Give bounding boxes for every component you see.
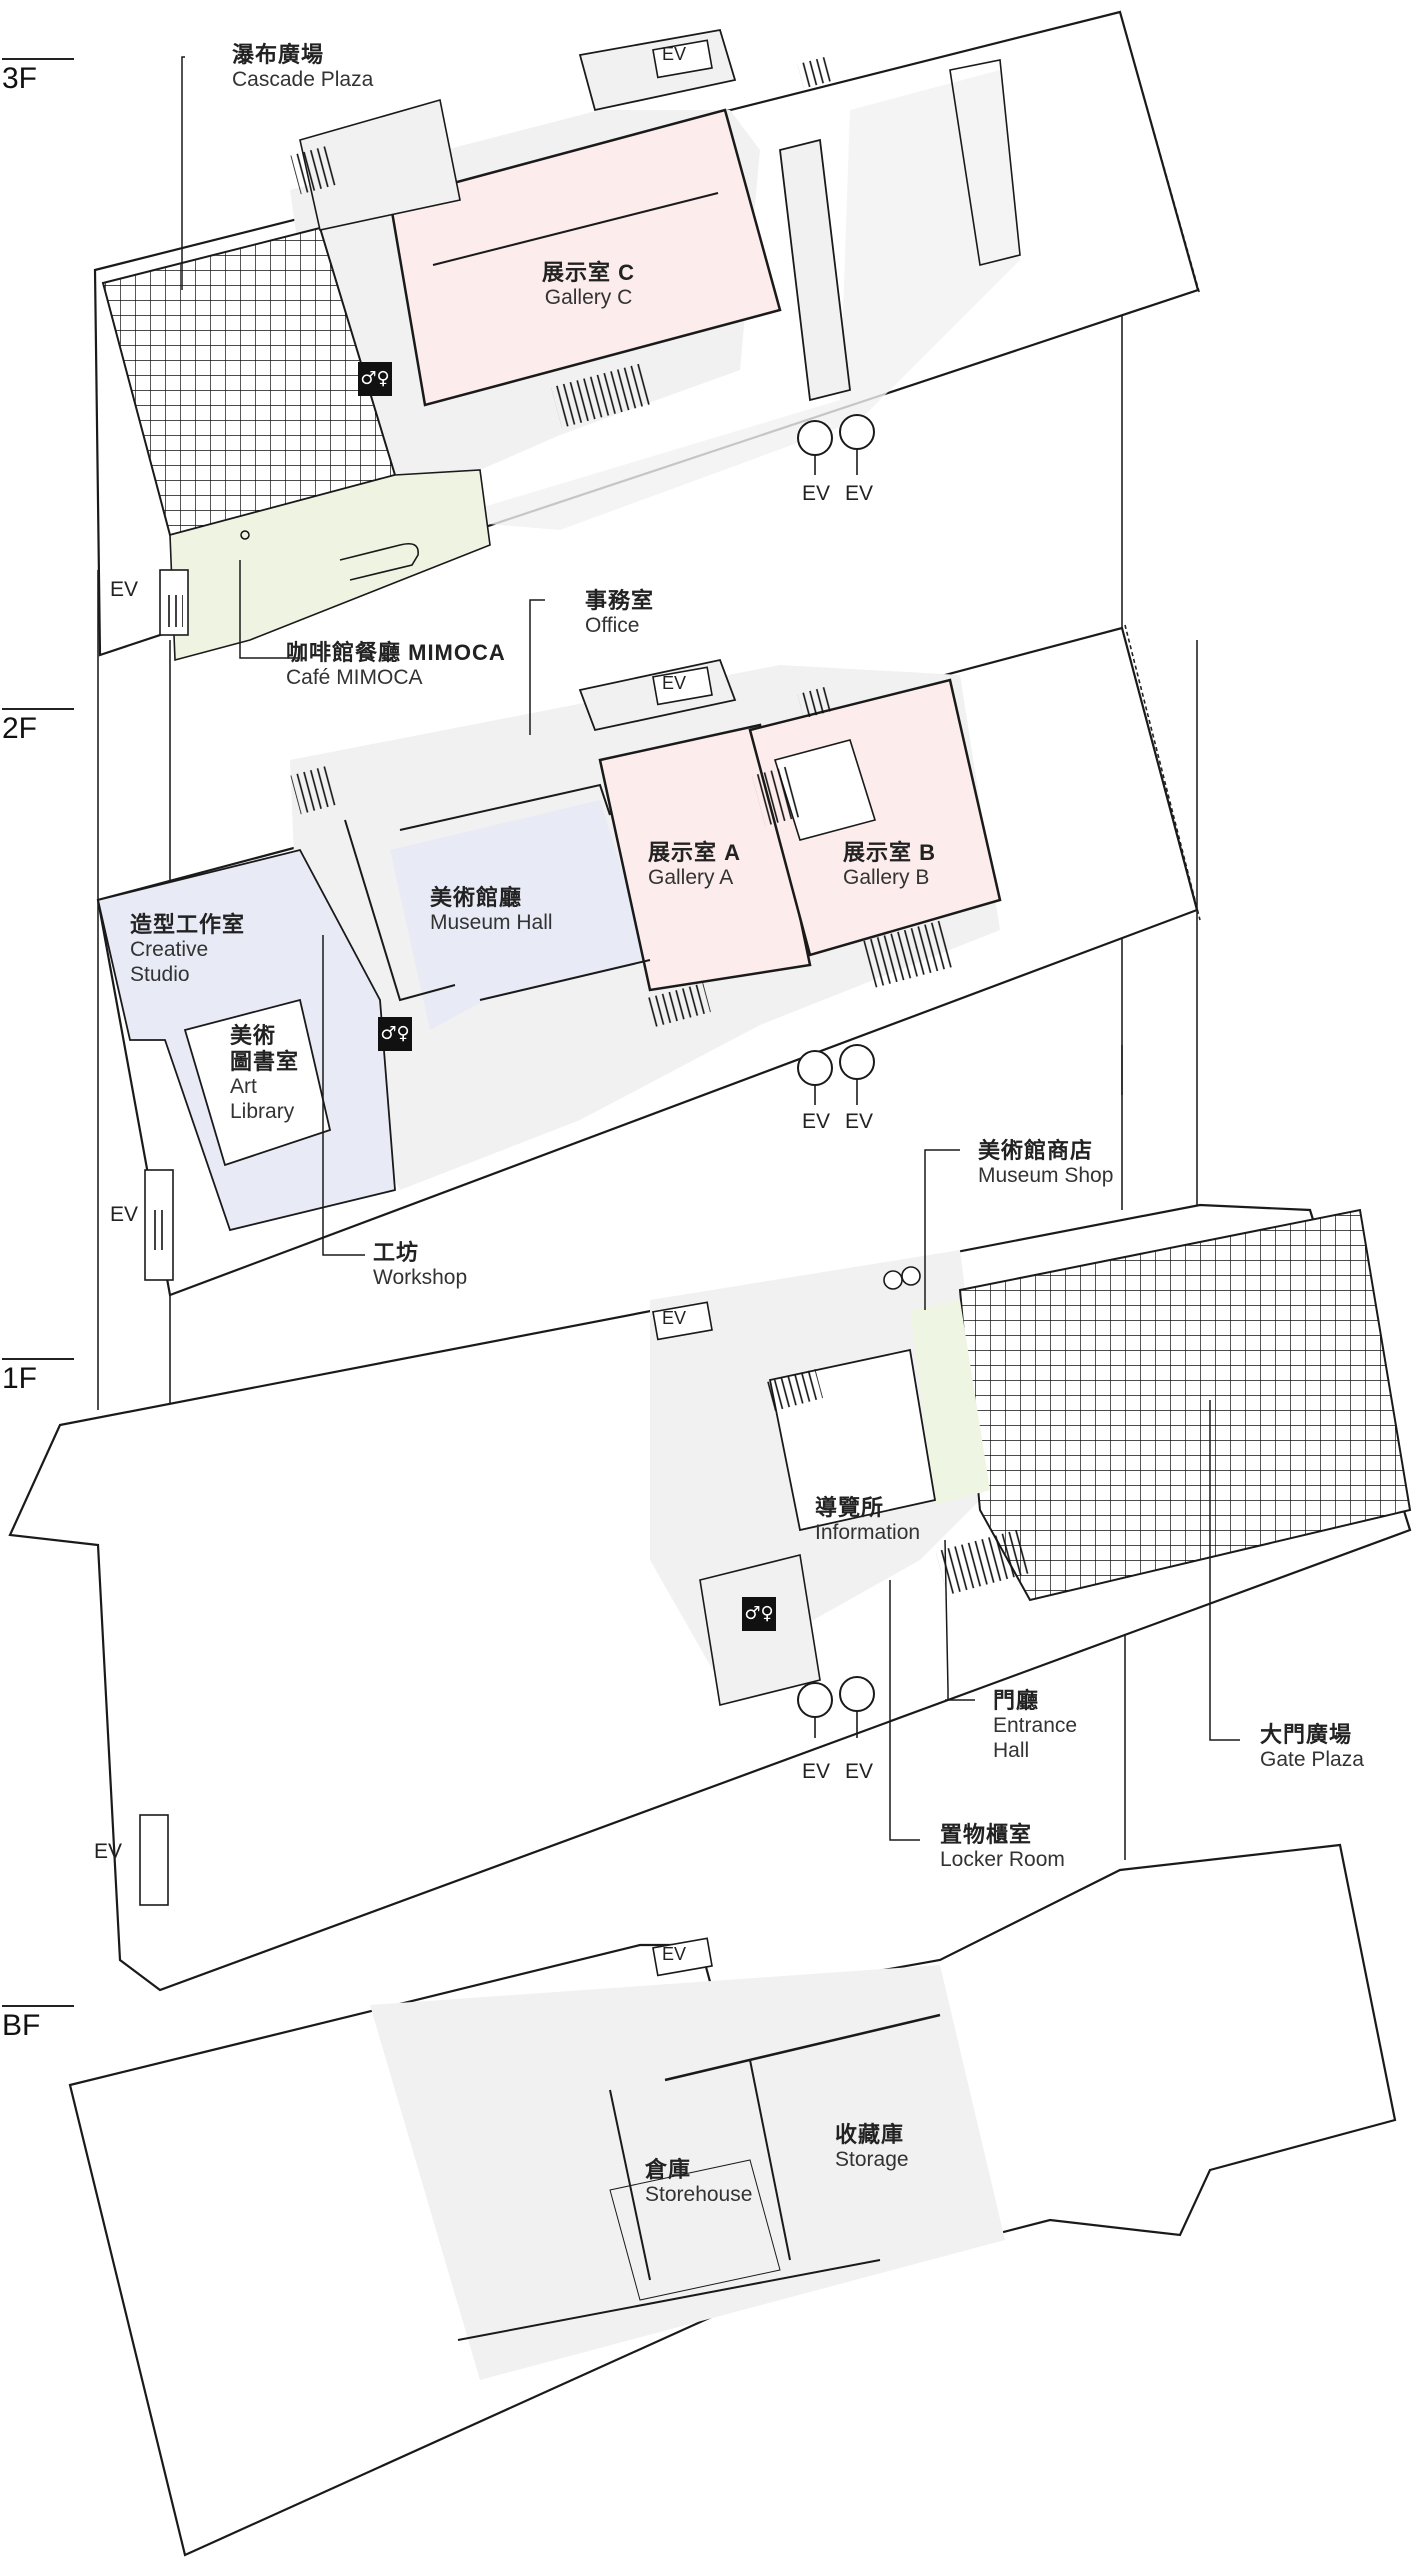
restroom-icon-3f: ♂♀ bbox=[358, 362, 392, 396]
floor-bf bbox=[68, 1843, 1397, 2557]
ev-label-3f-left: EV bbox=[110, 578, 139, 601]
label-gate-plaza[interactable]: 大門廣場 Gate Plaza bbox=[1260, 1722, 1364, 1773]
label-workshop[interactable]: 工坊 Workshop bbox=[373, 1240, 467, 1291]
art-library-zh2: 圖書室 bbox=[230, 1048, 300, 1074]
locker-room-zh: 置物櫃室 bbox=[940, 1822, 1033, 1847]
floor-rule-3f bbox=[2, 58, 74, 60]
storage-zh: 收藏庫 bbox=[835, 2122, 905, 2147]
gallery-a-en: Gallery A bbox=[648, 865, 734, 889]
label-creative-studio[interactable]: 造型工作室 Creative Studio bbox=[130, 912, 245, 987]
label-cascade-plaza[interactable]: 瀑布廣場 Cascade Plaza bbox=[232, 42, 373, 93]
floor-3f bbox=[93, 10, 1200, 662]
label-gallery-b[interactable]: 展示室 B Gallery B bbox=[843, 840, 936, 891]
label-gallery-c[interactable]: 展示室 C Gallery C bbox=[542, 260, 635, 311]
locker-room-en: Locker Room bbox=[940, 1847, 1065, 1871]
ev-label-2f-a: EV bbox=[802, 1110, 831, 1133]
ev-label-1f-left: EV bbox=[94, 1840, 123, 1863]
gallery-b-zh: 展示室 B bbox=[843, 840, 937, 865]
label-gallery-a[interactable]: 展示室 A Gallery A bbox=[648, 840, 741, 891]
cascade-plaza-zh: 瀑布廣場 bbox=[232, 42, 325, 67]
floor-label-1f: 1F bbox=[2, 1362, 38, 1395]
gate-plaza-en: Gate Plaza bbox=[1260, 1747, 1364, 1771]
ev-label-1f-b: EV bbox=[845, 1760, 874, 1783]
information-zh: 導覽所 bbox=[815, 1495, 885, 1520]
label-entrance-hall[interactable]: 門廳 Entrance Hall bbox=[993, 1688, 1077, 1763]
gallery-c-zh: 展示室 C bbox=[542, 260, 636, 285]
floor-rule-2f bbox=[2, 708, 74, 710]
entrance-hall-zh: 門廳 bbox=[993, 1688, 1040, 1713]
elevator-icon-3f: EV bbox=[662, 44, 687, 64]
elevator-icon-bf: EV bbox=[662, 1944, 687, 1964]
office-zh: 事務室 bbox=[585, 588, 655, 613]
cafe-en: Café MIMOCA bbox=[286, 665, 423, 689]
creative-studio-en2: Studio bbox=[130, 962, 190, 986]
floor-label-2f: 2F bbox=[2, 712, 38, 745]
art-library-zh1: 美術 bbox=[230, 1023, 277, 1048]
label-storehouse[interactable]: 倉庫 Storehouse bbox=[645, 2157, 752, 2208]
workshop-zh: 工坊 bbox=[373, 1240, 420, 1265]
label-art-library[interactable]: 美術 圖書室 Art Library bbox=[230, 1023, 299, 1124]
creative-studio-zh: 造型工作室 bbox=[130, 912, 246, 937]
creative-studio-en1: Creative bbox=[130, 937, 209, 961]
information-en: Information bbox=[815, 1520, 921, 1544]
ev-label-2f-b: EV bbox=[845, 1110, 874, 1133]
museum-shop-en: Museum Shop bbox=[978, 1163, 1114, 1187]
elevator-icon-2f: EV bbox=[662, 673, 687, 693]
gallery-c-en: Gallery C bbox=[544, 285, 633, 309]
ev-label-3f-a: EV bbox=[802, 482, 831, 505]
label-museum-hall[interactable]: 美術館廳 Museum Hall bbox=[430, 885, 553, 936]
label-office[interactable]: 事務室 Office bbox=[585, 588, 654, 639]
gate-plaza-zh: 大門廣場 bbox=[1260, 1722, 1353, 1747]
cascade-plaza-en: Cascade Plaza bbox=[232, 67, 374, 91]
workshop-en: Workshop bbox=[373, 1265, 468, 1289]
label-storage[interactable]: 收藏庫 Storage bbox=[835, 2122, 909, 2173]
art-library-en2: Library bbox=[230, 1099, 295, 1123]
art-library-en1: Art bbox=[230, 1074, 257, 1098]
restroom-icon-2f: ♂♀ bbox=[378, 1017, 412, 1051]
floor-1f bbox=[8, 1149, 1412, 1992]
label-locker-room[interactable]: 置物櫃室 Locker Room bbox=[940, 1822, 1065, 1873]
label-information[interactable]: 導覽所 Information bbox=[815, 1495, 920, 1546]
floor-rule-1f bbox=[2, 1358, 74, 1360]
ev-label-3f-b: EV bbox=[845, 482, 874, 505]
entrance-hall-en2: Hall bbox=[993, 1738, 1030, 1762]
gallery-a-zh: 展示室 A bbox=[648, 840, 742, 865]
label-museum-shop[interactable]: 美術館商店 Museum Shop bbox=[978, 1138, 1113, 1189]
floor-label-bf: BF bbox=[2, 2009, 41, 2042]
floor-label-3f: 3F bbox=[2, 62, 38, 95]
floor-2f bbox=[96, 599, 1199, 1297]
restroom-icon-1f: ♂♀ bbox=[742, 1597, 776, 1631]
museum-hall-en: Museum Hall bbox=[430, 910, 553, 934]
gallery-b-en: Gallery B bbox=[843, 865, 930, 889]
storehouse-zh: 倉庫 bbox=[645, 2157, 692, 2182]
museum-hall-zh: 美術館廳 bbox=[430, 885, 523, 910]
museum-shop-zh: 美術館商店 bbox=[978, 1138, 1094, 1163]
floor-rule-bf bbox=[2, 2005, 74, 2007]
label-cafe[interactable]: 咖啡館餐廳 MIMOCA Café MIMOCA bbox=[286, 640, 506, 691]
elevator-icon-1f: EV bbox=[662, 1308, 687, 1328]
ev-label-1f-a: EV bbox=[802, 1760, 831, 1783]
office-en: Office bbox=[585, 613, 640, 637]
ev-label-2f-left: EV bbox=[110, 1203, 139, 1226]
storage-en: Storage bbox=[835, 2147, 909, 2171]
entrance-hall-en1: Entrance bbox=[993, 1713, 1078, 1737]
storehouse-en: Storehouse bbox=[645, 2182, 753, 2206]
cafe-zh: 咖啡館餐廳 MIMOCA bbox=[286, 640, 506, 665]
